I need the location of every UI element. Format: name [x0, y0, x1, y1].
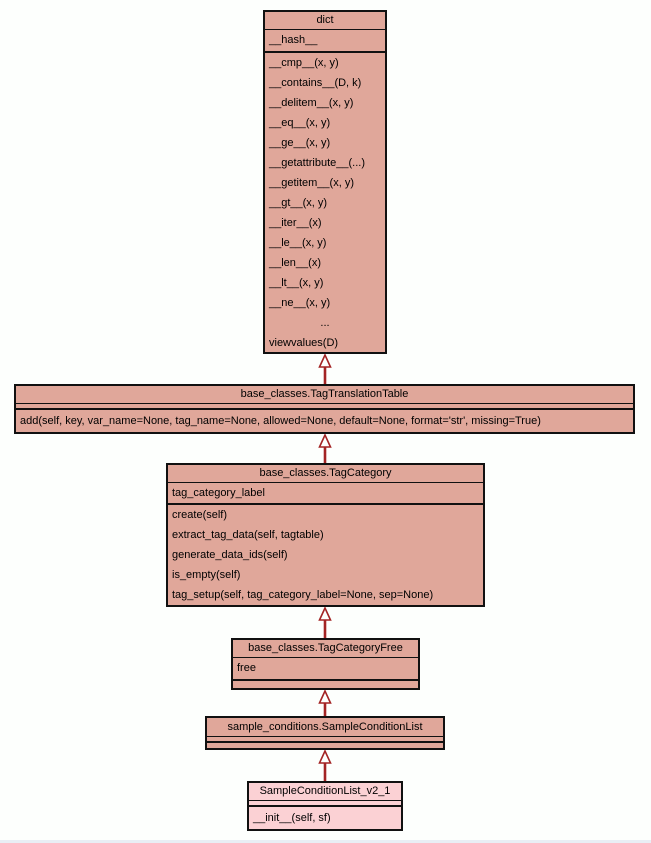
methods-section-empty — [233, 681, 418, 688]
methods-section: add(self, key, var_name=None, tag_name=N… — [16, 410, 633, 432]
methods-section: create(self) extract_tag_data(self, tagt… — [168, 505, 483, 605]
class-title: base_classes.TagCategory — [168, 465, 483, 483]
attributes-section-empty — [249, 801, 401, 807]
method-row: __contains__(D, k) — [269, 77, 362, 89]
method-row: viewvalues(D) — [269, 337, 339, 349]
methods-section: __init__(self, sf) — [249, 807, 401, 829]
class-box-tag-category-free[interactable]: base_classes.TagCategoryFree free — [231, 638, 420, 690]
class-box-sample-condition-list-v2-1[interactable]: SampleConditionList_v2_1 __init__(self, … — [247, 781, 403, 831]
class-title: dict — [265, 12, 385, 30]
method-row: __getitem__(x, y) — [269, 177, 354, 189]
method-row: __len__(x) — [269, 257, 321, 269]
attribute-row: free — [237, 662, 256, 674]
inheritance-arrow — [318, 354, 332, 384]
attributes-section-empty — [16, 404, 633, 410]
inheritance-arrow — [318, 434, 332, 463]
method-row: __lt__(x, y) — [269, 277, 324, 289]
class-box-dict[interactable]: dict __hash__ __cmp__(x, y) __contains__… — [263, 10, 387, 354]
class-title: sample_conditions.SampleConditionList — [207, 718, 443, 737]
method-row: __iter__(x) — [269, 217, 322, 229]
inheritance-arrow — [318, 607, 332, 638]
class-title: base_classes.TagCategoryFree — [233, 640, 418, 658]
method-row: is_empty(self) — [172, 569, 241, 581]
class-title: base_classes.TagTranslationTable — [16, 386, 633, 404]
class-title: SampleConditionList_v2_1 — [249, 783, 401, 801]
methods-section: __cmp__(x, y) __contains__(D, k) __delit… — [265, 53, 385, 353]
attributes-section: __hash__ — [265, 30, 385, 53]
method-row: generate_data_ids(self) — [172, 549, 288, 561]
method-row: tag_setup(self, tag_category_label=None,… — [172, 589, 434, 601]
attributes-section: free — [233, 658, 418, 681]
class-box-tag-translation-table[interactable]: base_classes.TagTranslationTable add(sel… — [14, 384, 635, 434]
attribute-row: __hash__ — [269, 34, 318, 46]
class-box-sample-condition-list[interactable]: sample_conditions.SampleConditionList — [205, 716, 445, 750]
attribute-row: tag_category_label — [172, 487, 265, 499]
method-row: extract_tag_data(self, tagtable) — [172, 529, 324, 541]
method-row-ellipsis: ... — [320, 317, 330, 329]
attributes-section-empty — [207, 737, 443, 743]
attributes-section: tag_category_label — [168, 483, 483, 505]
method-row: __cmp__(x, y) — [269, 57, 339, 69]
method-row: __delitem__(x, y) — [269, 97, 354, 109]
method-row: add(self, key, var_name=None, tag_name=N… — [20, 415, 541, 427]
method-row: __gt__(x, y) — [269, 197, 328, 209]
method-row: __init__(self, sf) — [253, 812, 331, 824]
method-row: __ge__(x, y) — [269, 137, 331, 149]
inheritance-arrow — [318, 690, 332, 716]
method-row: __eq__(x, y) — [269, 117, 331, 129]
method-row: __le__(x, y) — [269, 237, 327, 249]
inheritance-arrow — [318, 750, 332, 781]
methods-section-empty — [207, 743, 443, 748]
method-row: create(self) — [172, 509, 228, 521]
class-box-tag-category[interactable]: base_classes.TagCategory tag_category_la… — [166, 463, 485, 607]
method-row: __getattribute__(...) — [269, 157, 366, 169]
method-row: __ne__(x, y) — [269, 297, 331, 309]
viewport-bottom-strip — [0, 840, 651, 843]
